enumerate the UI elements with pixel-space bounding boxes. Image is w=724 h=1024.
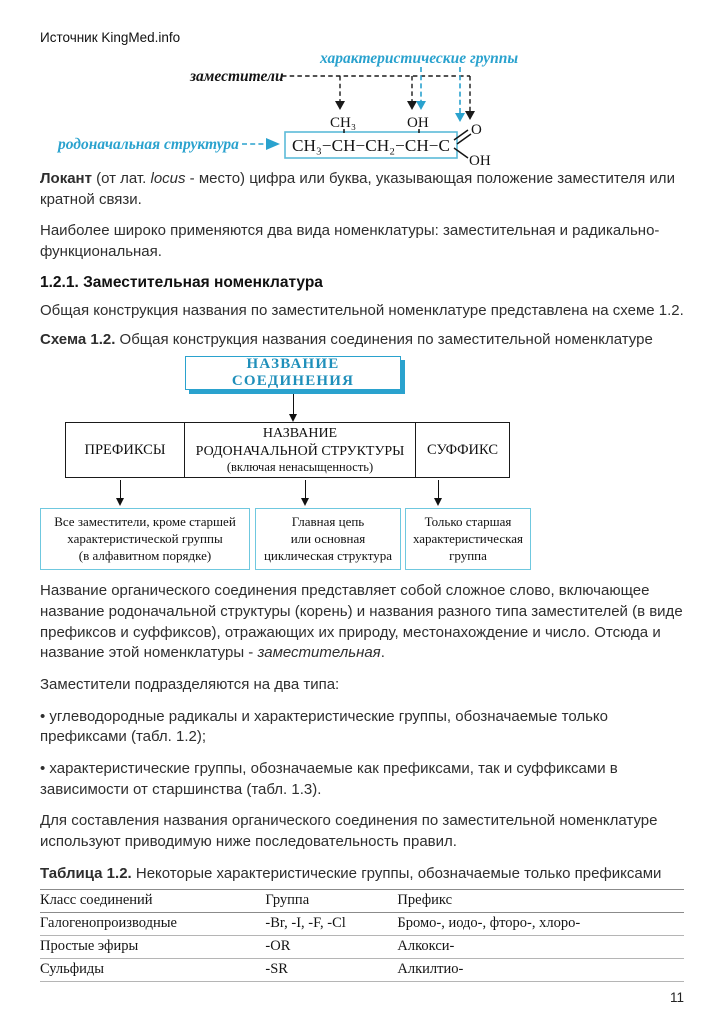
cell-class: Сульфиды: [40, 958, 266, 983]
table-caption: Таблица 1.2. Некоторые характеристически…: [40, 864, 662, 882]
scheme-1-2-flowchart: НАЗВАНИЕ СОЕДИНЕНИЯ ПРЕФИКСЫ НАЗВАНИЕ РО…: [40, 356, 684, 571]
down-arrow-icon: [300, 480, 309, 507]
cell-group: -SR: [265, 958, 398, 983]
arrowhead-to-oh: [407, 101, 417, 110]
table-row: Простые эфиры -OR Алкокси-: [40, 935, 684, 960]
source-label: Источник KingMed.info: [40, 30, 181, 45]
formula-carbonyl-o: O: [471, 122, 482, 138]
col-header-class: Класс соединений: [40, 889, 266, 914]
parent-structure-arrowhead: [266, 138, 280, 150]
acid-oh-bond: [453, 147, 469, 159]
cell-prefix: Алкокси-: [397, 935, 684, 960]
char-group-arrowhead-oh: [416, 101, 426, 110]
paragraph-rules-intro: Для составления названия органического с…: [40, 812, 658, 850]
flowchart-parent-name-cell: НАЗВАНИЕ РОДОНАЧАЛЬНОЙ СТРУКТУРЫ (включа…: [184, 423, 416, 478]
flowchart-senior-group-box: Только старшая характеристическая группа: [405, 508, 531, 571]
cell-prefix: Бромо-, иодо-, фторо-, хлоро-: [397, 912, 684, 937]
flowchart-compound-name-box: НАЗВАНИЕ СОЕДИНЕНИЯ: [185, 356, 401, 391]
cell-class: Галогенопроизводные: [40, 912, 266, 937]
table-header-row: Класс соединений Группа Префикс: [40, 889, 684, 914]
paragraph-name-structure: Название органического соединения предст…: [40, 582, 683, 662]
down-arrow-icon: [288, 394, 297, 423]
table-row: Сульфиды -SR Алкилтио-: [40, 958, 684, 983]
carbonyl-double-bond-2: [456, 133, 472, 145]
formula-acid-oh: OH: [469, 153, 491, 167]
locus-latin: locus: [150, 170, 186, 187]
formula-branch-methyl: CH₃: [330, 115, 356, 131]
arrowhead-to-carbonyl: [465, 111, 475, 120]
char-groups-label: характеристические группы: [319, 50, 518, 67]
formula-main-chain: CH₃−CH−CH₂−CH−C: [292, 136, 450, 155]
paragraph-lokant: Локант (от лат. locus - место) цифра или…: [40, 170, 675, 208]
paragraph-two-types: Заместители подразделяются на два типа:: [40, 675, 340, 693]
carbonyl-double-bond-1: [453, 129, 469, 141]
flowchart-middle-row: ПРЕФИКСЫ НАЗВАНИЕ РОДОНАЧАЛЬНОЙ СТРУКТУР…: [65, 422, 510, 479]
bullet-char-groups: • характеристические группы, обозначаемы…: [40, 759, 618, 798]
substituent-structure-diagram: характеристические группы заместители ро…: [56, 50, 518, 167]
lokant-term: Локант: [40, 170, 92, 187]
cell-class: Простые эфиры: [40, 935, 266, 960]
section-heading: 1.2.1. Заместительная номенклатура: [40, 273, 323, 291]
scheme-caption: Схема 1.2. Общая конструкция названия со…: [40, 331, 653, 349]
flowchart-prefixes-cell: ПРЕФИКСЫ: [84, 441, 166, 458]
flowchart-suffix-cell: СУФФИКС: [426, 441, 499, 458]
col-header-group: Группа: [265, 889, 398, 914]
paragraph-scheme-intro: Общая конструкция названия по заместител…: [40, 301, 684, 319]
page-number: 11: [669, 990, 684, 1006]
formula-branch-hydroxyl: OH: [407, 115, 429, 131]
cell-group: -OR: [265, 935, 398, 960]
flowchart-all-substituents-box: Все заместители, кроме старшей характери…: [40, 508, 250, 571]
col-header-prefix: Префикс: [397, 889, 684, 914]
table-1-2: Класс соединений Группа Префикс Галогено…: [40, 889, 684, 983]
substituents-label: заместители: [189, 68, 284, 85]
down-arrow-icon: [433, 480, 442, 507]
paragraph-nomenclature-types: Наиболее широко применяются два вида ном…: [40, 222, 660, 261]
char-group-arrowhead-cooh: [455, 113, 465, 122]
down-arrow-icon: [115, 480, 124, 507]
arrowhead-to-methyl: [335, 101, 345, 110]
flowchart-main-chain-box: Главная цепь или основная циклическая ст…: [255, 508, 401, 571]
bullet-hydrocarbon-radicals: • углеводородные радикалы и характеристи…: [40, 707, 609, 746]
cell-prefix: Алкилтио-: [397, 958, 684, 983]
cell-group: -Br, -I, -F, -Cl: [265, 912, 398, 937]
parent-structure-label: родоначальная структура: [56, 136, 239, 153]
parent-structure-box: [284, 131, 458, 159]
table-row: Галогенопроизводные -Br, -I, -F, -Cl Бро…: [40, 912, 684, 937]
